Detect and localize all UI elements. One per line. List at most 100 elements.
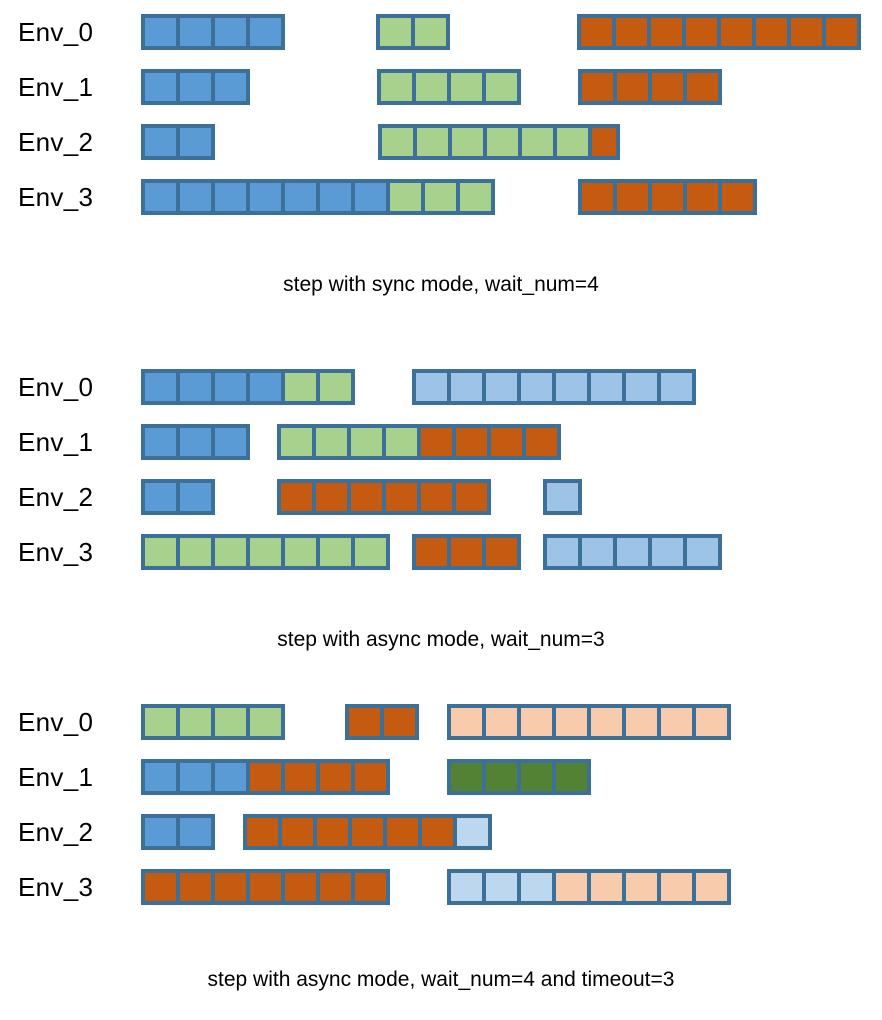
step-cell-peach <box>451 708 482 736</box>
step-cell-blue <box>145 373 176 401</box>
step-cell-pale_blue <box>521 873 552 901</box>
step-cell-green <box>215 538 246 566</box>
step-block <box>543 534 722 570</box>
env-row-label: Env_3 <box>18 537 94 567</box>
step-cell-peach <box>556 708 587 736</box>
env-row: Env_3 <box>0 865 882 909</box>
step-cell-peach <box>486 708 517 736</box>
step-cell-blue <box>250 373 281 401</box>
step-block <box>376 14 450 50</box>
step-cell-orange <box>721 18 752 46</box>
step-cell-green <box>250 708 281 736</box>
env-row-label: Env_1 <box>18 72 94 102</box>
step-cell-green <box>320 538 351 566</box>
env-row-label: Env_0 <box>18 372 94 402</box>
step-block <box>447 869 731 905</box>
step-cell-orange <box>687 73 718 101</box>
env-row-label: Env_2 <box>18 817 94 847</box>
env-row-label: Env_3 <box>18 182 94 212</box>
step-cell-green <box>451 73 482 101</box>
step-cell-orange <box>456 483 487 511</box>
step-cell-blue <box>250 18 281 46</box>
panel-caption: step with async mode, wait_num=4 and tim… <box>207 968 675 991</box>
step-cell-peach <box>661 708 692 736</box>
step-cell-orange <box>581 18 612 46</box>
step-block <box>141 479 215 515</box>
step-cell-orange <box>791 18 822 46</box>
step-cell-light_blue <box>486 373 517 401</box>
step-cell-orange <box>526 428 557 456</box>
step-cell-orange <box>617 73 648 101</box>
step-block <box>378 124 620 160</box>
step-cell-blue <box>215 183 246 211</box>
env-row-track <box>0 120 882 164</box>
step-cell-peach <box>591 873 622 901</box>
step-block <box>577 14 861 50</box>
step-cell-pale_blue <box>457 818 488 846</box>
step-cell-light_blue <box>582 538 613 566</box>
step-block <box>141 814 215 850</box>
step-cell-blue <box>180 373 211 401</box>
step-cell-green <box>180 708 211 736</box>
step-cell-blue <box>215 763 246 791</box>
step-block <box>141 869 390 905</box>
step-cell-green <box>382 128 413 156</box>
env-row-track <box>0 475 882 519</box>
step-cell-orange <box>756 18 787 46</box>
step-cell-green <box>487 128 518 156</box>
step-cell-green <box>522 128 553 156</box>
step-cell-orange <box>722 183 753 211</box>
step-cell-green <box>215 708 246 736</box>
step-cell-orange <box>281 483 312 511</box>
step-block <box>277 424 561 460</box>
step-cell-green <box>145 538 176 566</box>
step-cell-orange <box>355 763 386 791</box>
step-cell-blue <box>215 428 246 456</box>
step-cell-pale_blue <box>486 873 517 901</box>
step-cell-blue <box>145 428 176 456</box>
step-cell-light_blue <box>547 538 578 566</box>
step-cell-blue <box>145 18 176 46</box>
step-block <box>141 424 250 460</box>
env-row: Env_2 <box>0 475 882 519</box>
step-cell-light_blue <box>591 373 622 401</box>
panel-caption: step with sync mode, wait_num=4 <box>283 273 599 296</box>
step-cell-green <box>390 183 421 211</box>
env-row: Env_3 <box>0 175 882 219</box>
env-row: Env_1 <box>0 65 882 109</box>
step-cell-green <box>285 373 316 401</box>
step-cell-blue <box>180 483 211 511</box>
step-cell-green <box>486 73 517 101</box>
step-cell-green <box>380 18 411 46</box>
env-row-track <box>0 365 882 409</box>
step-cell-blue <box>180 18 211 46</box>
step-cell-light_blue <box>521 373 552 401</box>
step-cell-green <box>285 538 316 566</box>
step-cell-blue <box>145 818 176 846</box>
step-cell-blue <box>180 183 211 211</box>
step-cell-dark_green <box>556 763 587 791</box>
step-cell-green <box>145 708 176 736</box>
step-cell-orange <box>456 428 487 456</box>
step-cell-orange <box>282 818 313 846</box>
step-cell-orange <box>250 873 281 901</box>
step-cell-blue <box>215 373 246 401</box>
step-cell-orange <box>351 483 382 511</box>
step-cell-orange <box>582 183 613 211</box>
env-row-track <box>0 865 882 909</box>
step-cell-green <box>316 428 347 456</box>
step-block <box>141 704 285 740</box>
step-cell-peach <box>661 873 692 901</box>
step-cell-peach <box>696 873 727 901</box>
step-cell-orange <box>355 873 386 901</box>
env-row: Env_0 <box>0 10 882 54</box>
step-cell-pale_blue <box>451 873 482 901</box>
step-cell-green <box>250 538 281 566</box>
step-cell-blue <box>285 183 316 211</box>
step-cell-blue <box>215 73 246 101</box>
env-row-track <box>0 175 882 219</box>
env-row-track <box>0 65 882 109</box>
step-cell-orange <box>421 428 452 456</box>
